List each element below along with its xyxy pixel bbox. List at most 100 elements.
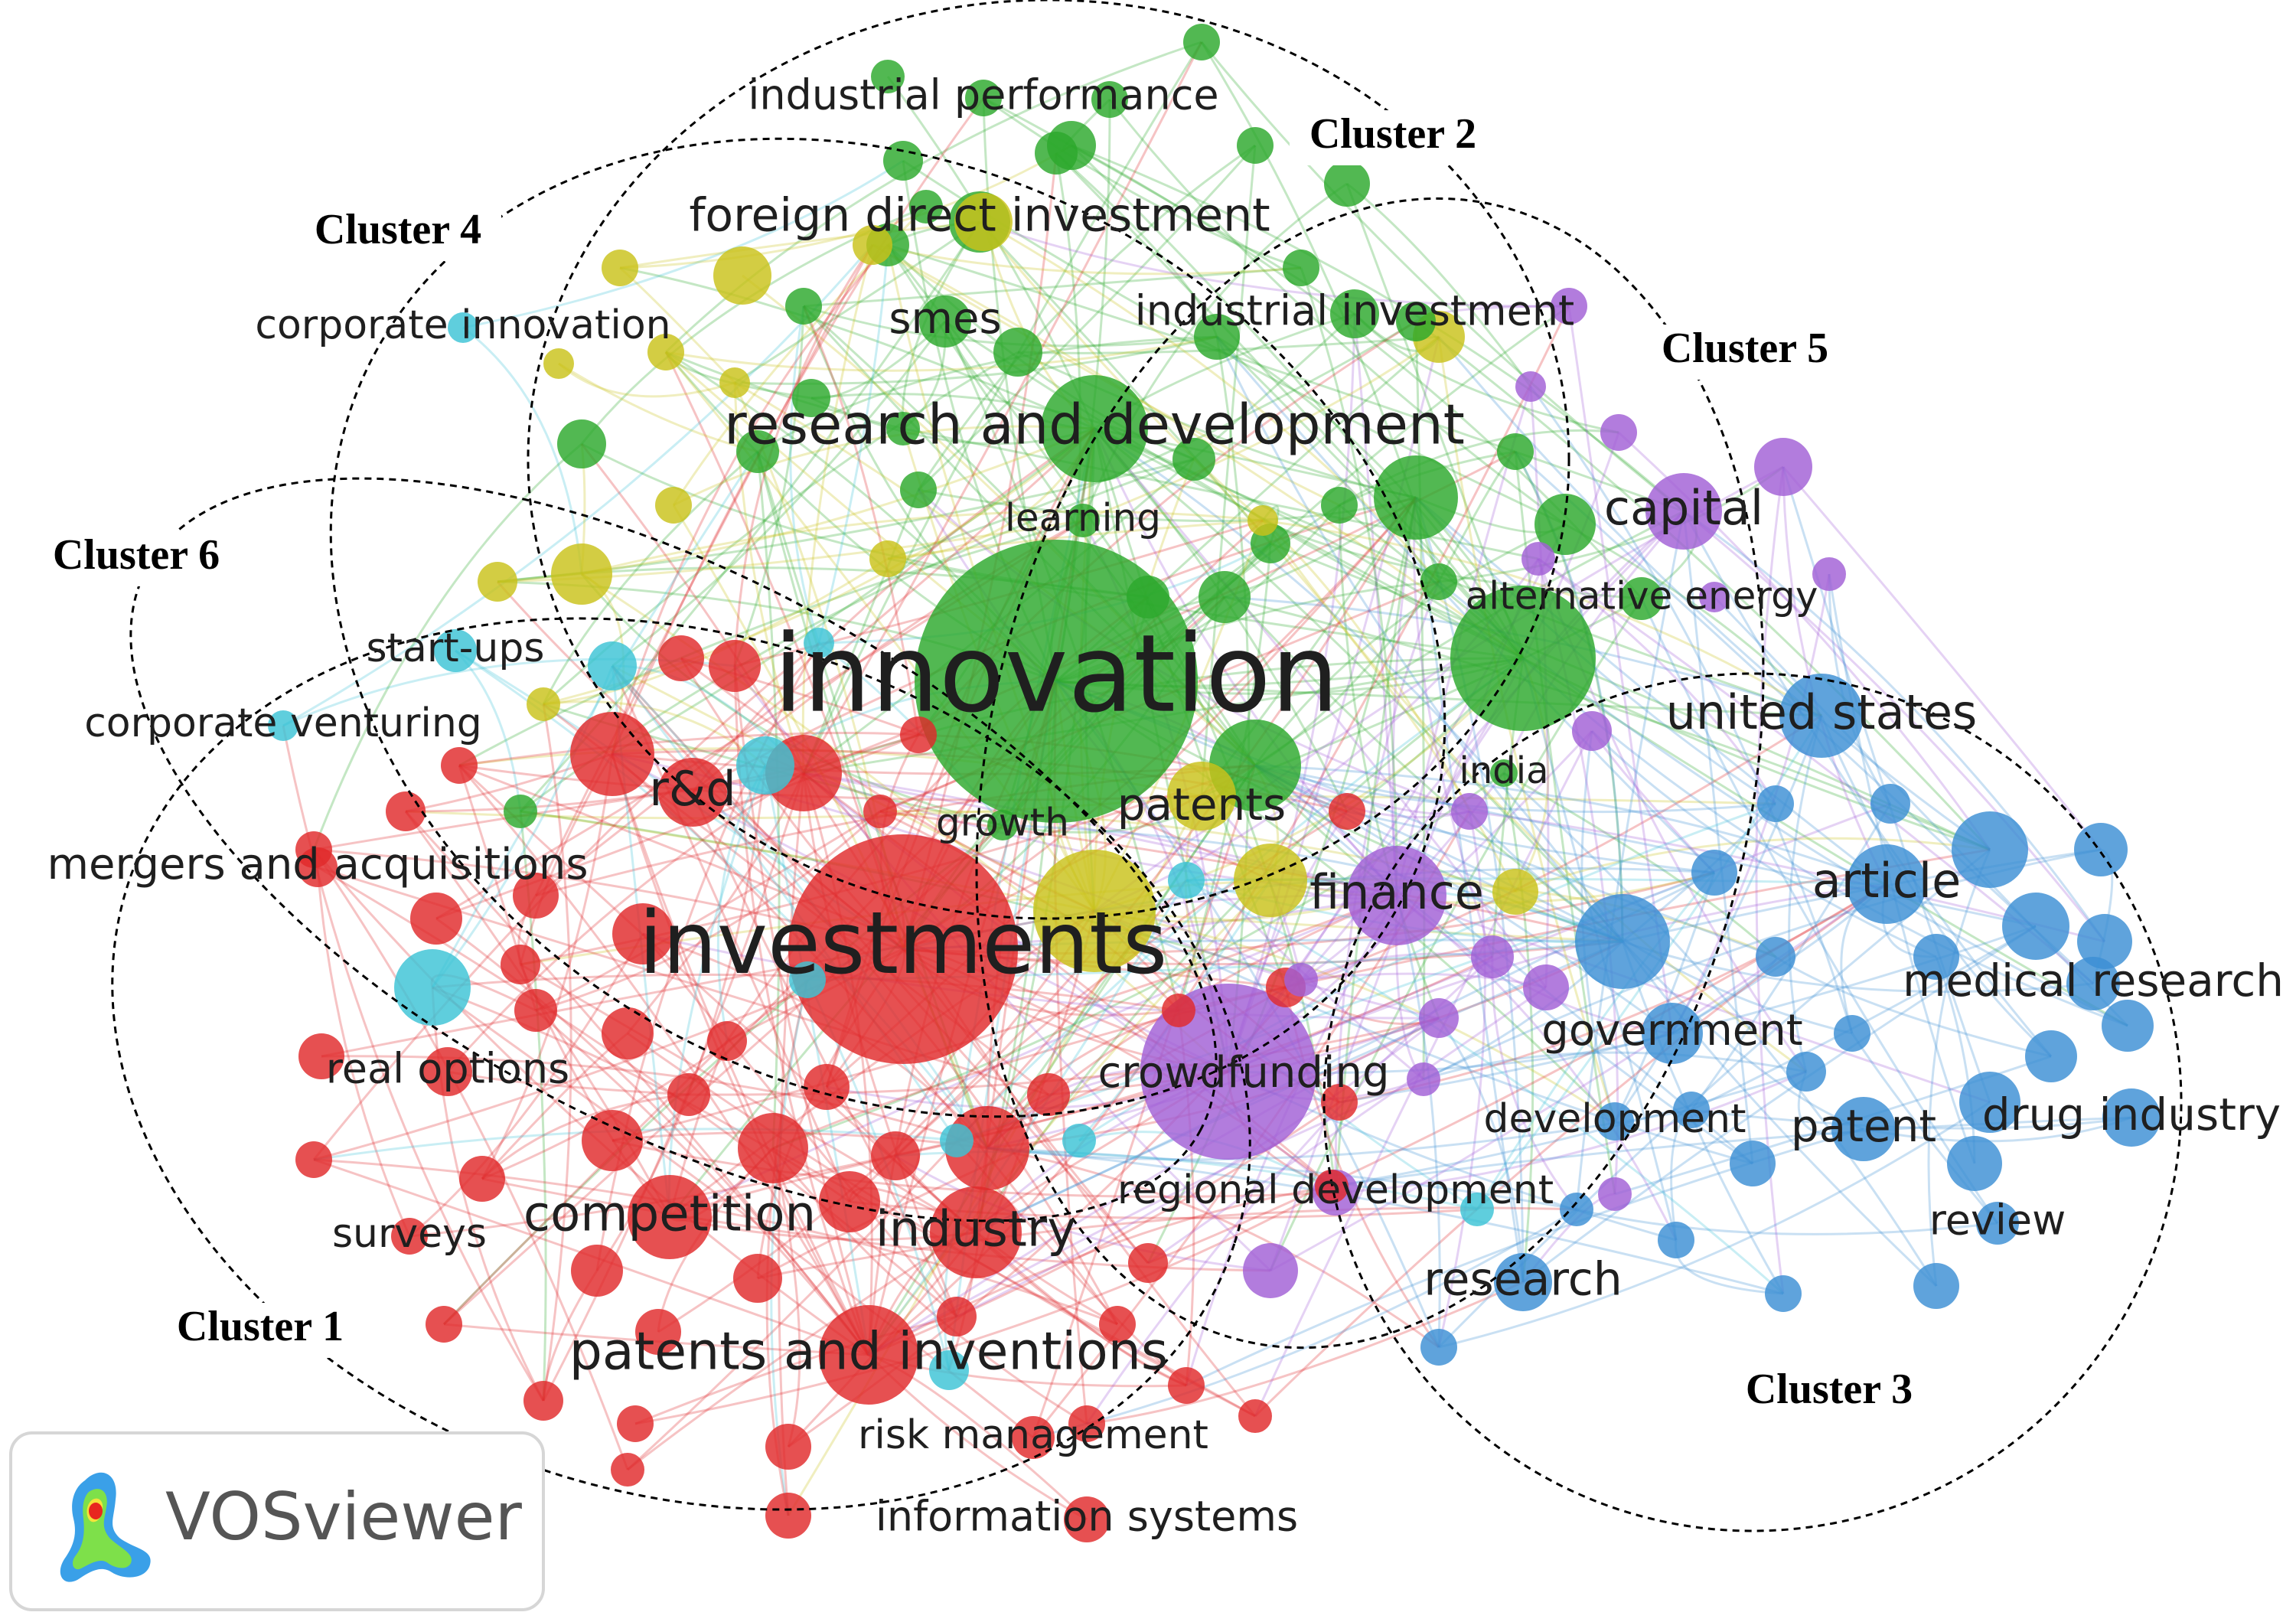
node-start-ups[interactable]	[434, 629, 477, 672]
network-node[interactable]	[588, 641, 637, 690]
network-node[interactable]	[1947, 1136, 2002, 1191]
network-node[interactable]	[602, 1007, 654, 1059]
network-node[interactable]	[426, 1306, 462, 1343]
network-node[interactable]	[1033, 850, 1156, 972]
network-node[interactable]	[940, 1124, 974, 1157]
network-node[interactable]	[765, 1493, 811, 1539]
node-india[interactable]	[1490, 759, 1518, 787]
network-node[interactable]	[1521, 542, 1555, 576]
network-node[interactable]	[1420, 563, 1457, 600]
network-node[interactable]	[2025, 1030, 2077, 1082]
network-node[interactable]	[1870, 784, 1910, 824]
network-node[interactable]	[1199, 571, 1251, 623]
network-node[interactable]	[295, 831, 332, 868]
network-node[interactable]	[1812, 557, 1846, 591]
node-alternative-energy[interactable]	[1620, 577, 1663, 620]
network-node[interactable]	[1730, 1141, 1776, 1186]
network-node[interactable]	[1183, 24, 1220, 60]
node-research-and-development[interactable]	[1041, 375, 1148, 482]
network-node[interactable]	[1658, 1222, 1694, 1258]
network-node[interactable]	[869, 540, 906, 577]
network-node[interactable]	[1600, 414, 1637, 451]
network-node[interactable]	[1062, 1124, 1096, 1157]
network-node[interactable]	[1551, 288, 1587, 325]
network-node[interactable]	[1237, 127, 1274, 164]
network-node[interactable]	[2074, 823, 2128, 876]
network-node[interactable]	[513, 873, 559, 919]
network-node[interactable]	[551, 543, 612, 605]
network-node[interactable]	[736, 430, 779, 473]
network-node[interactable]	[1247, 505, 1278, 536]
network-node[interactable]	[1460, 1193, 1494, 1226]
network-node[interactable]	[871, 60, 905, 93]
node-crowdfunding[interactable]	[1140, 984, 1316, 1160]
network-node[interactable]	[635, 1309, 681, 1355]
node-growth[interactable]	[987, 810, 1018, 840]
network-node[interactable]	[900, 472, 937, 508]
network-node[interactable]	[853, 225, 892, 265]
network-node[interactable]	[612, 903, 673, 964]
network-node[interactable]	[1699, 582, 1730, 612]
network-node[interactable]	[1959, 1072, 2020, 1133]
network-node[interactable]	[1172, 438, 1215, 481]
network-node[interactable]	[459, 1156, 505, 1202]
node-real-options[interactable]	[423, 1047, 472, 1096]
network-node[interactable]	[1128, 1243, 1168, 1283]
network-node[interactable]	[1492, 869, 1538, 915]
network-node[interactable]	[1451, 793, 1488, 830]
network-node[interactable]	[1834, 1015, 1870, 1052]
node-surveys[interactable]	[391, 1218, 428, 1255]
network-node[interactable]	[1035, 132, 1078, 175]
network-node[interactable]	[886, 412, 920, 445]
network-node[interactable]	[1238, 1399, 1272, 1433]
node-industry[interactable]	[930, 1186, 1022, 1278]
network-node[interactable]	[1091, 81, 1128, 118]
network-node[interactable]	[2002, 893, 2069, 960]
network-node[interactable]	[617, 1405, 654, 1442]
network-node[interactable]	[819, 1171, 880, 1232]
node-united-states[interactable]	[1779, 674, 1864, 758]
network-node[interactable]	[1691, 850, 1737, 896]
network-node[interactable]	[1560, 1193, 1593, 1226]
network-node[interactable]	[1234, 844, 1307, 917]
network-node[interactable]	[1283, 250, 1319, 286]
network-node[interactable]	[738, 1113, 808, 1183]
network-node[interactable]	[1396, 302, 1436, 341]
network-node[interactable]	[1374, 455, 1458, 540]
network-node[interactable]	[2077, 914, 2132, 969]
network-node[interactable]	[394, 949, 471, 1026]
node-article[interactable]	[1847, 844, 1926, 924]
network-node[interactable]	[527, 687, 560, 721]
network-node[interactable]	[1673, 1092, 1710, 1128]
network-node[interactable]	[571, 1245, 623, 1297]
node-patent[interactable]	[1831, 1097, 1896, 1161]
network-node[interactable]	[1099, 1306, 1136, 1343]
network-node[interactable]	[557, 419, 606, 468]
node-patents[interactable]	[1167, 762, 1236, 831]
network-node[interactable]	[1407, 1062, 1440, 1096]
network-node[interactable]	[1572, 711, 1612, 751]
network-node[interactable]	[1523, 964, 1569, 1010]
network-node[interactable]	[900, 716, 937, 753]
node-learning[interactable]	[1066, 504, 1100, 537]
network-node[interactable]	[1027, 1073, 1070, 1116]
network-node[interactable]	[1534, 494, 1596, 555]
node-industrial-performance[interactable]	[965, 80, 1002, 116]
network-node[interactable]	[929, 1350, 969, 1390]
network-node[interactable]	[789, 961, 826, 998]
network-node[interactable]	[1913, 934, 1959, 980]
network-node[interactable]	[1515, 371, 1546, 402]
network-node[interactable]	[1168, 862, 1205, 899]
network-node[interactable]	[658, 635, 704, 681]
node-information-systems[interactable]	[1064, 1496, 1110, 1542]
network-node[interactable]	[1284, 963, 1318, 997]
network-node[interactable]	[909, 190, 943, 224]
network-node[interactable]	[1952, 811, 2028, 888]
network-node[interactable]	[1598, 1177, 1632, 1211]
node-medical-research[interactable]	[2066, 957, 2120, 1010]
node-corporate-venturing[interactable]	[268, 710, 298, 741]
network-node[interactable]	[667, 1073, 710, 1116]
network-node[interactable]	[582, 1110, 643, 1171]
network-node[interactable]	[543, 348, 574, 379]
network-node[interactable]	[602, 250, 638, 286]
